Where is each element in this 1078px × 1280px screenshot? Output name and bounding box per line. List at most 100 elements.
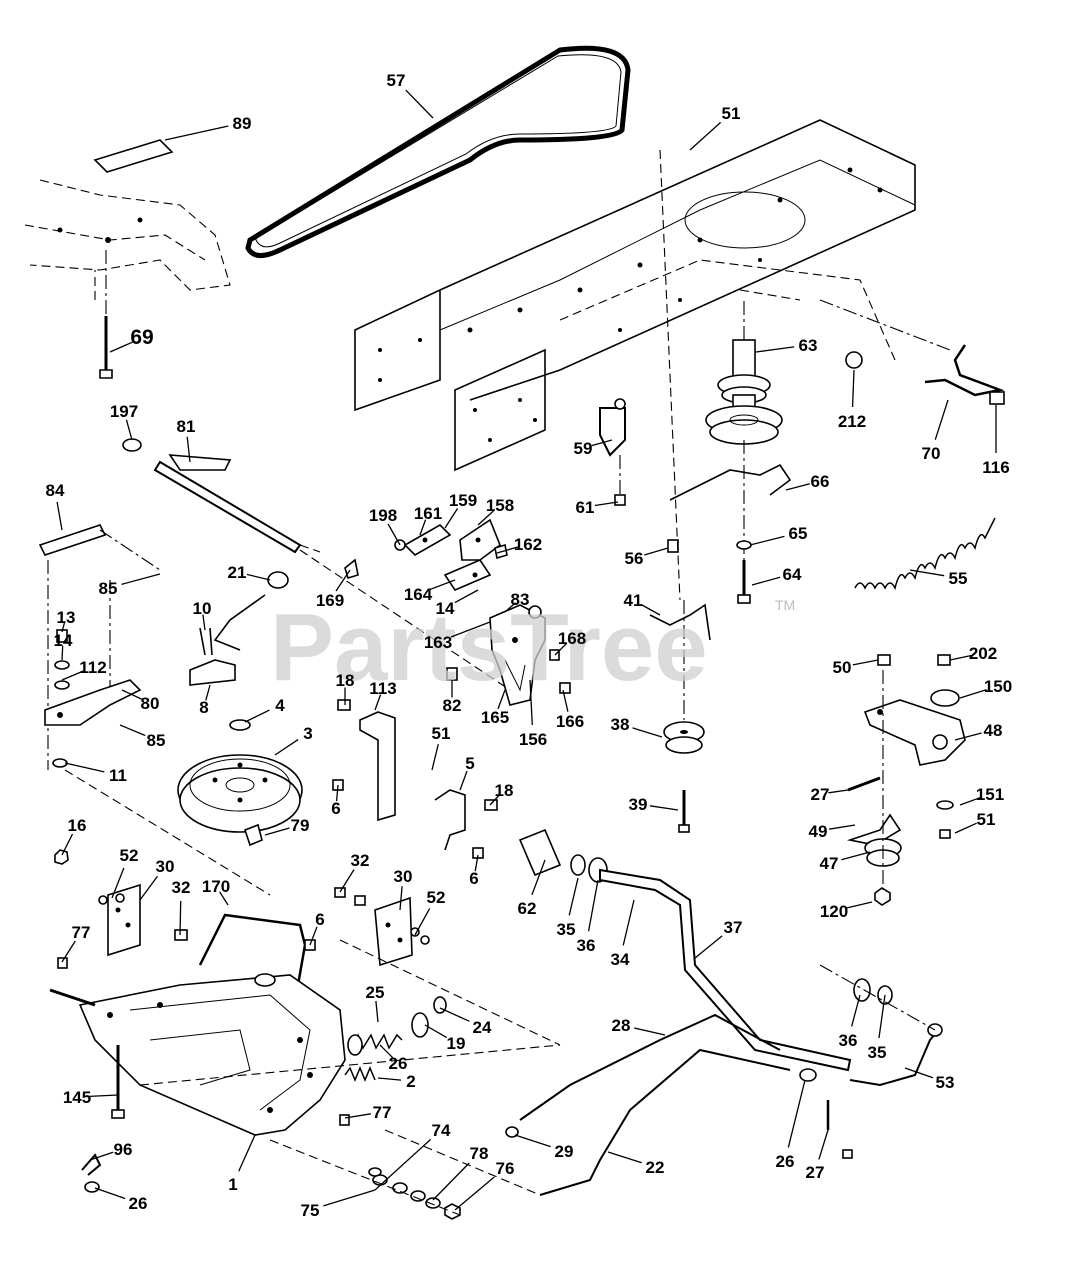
callout-27b[interactable]: 27: [806, 1129, 829, 1182]
callout-50[interactable]: 50: [833, 658, 879, 677]
callout-159[interactable]: 159: [444, 491, 477, 529]
callout-18b[interactable]: 18: [489, 781, 513, 806]
callout-53[interactable]: 53: [904, 1067, 954, 1092]
callout-113[interactable]: 113: [369, 679, 397, 711]
callout-169[interactable]: 169: [316, 569, 351, 610]
callout-112[interactable]: 112: [61, 658, 107, 681]
pin-96[interactable]: [81, 1153, 102, 1176]
callout-52a[interactable]: 52: [111, 846, 138, 899]
callout-81[interactable]: 81: [177, 417, 196, 463]
callout-55[interactable]: 55: [909, 569, 967, 588]
callout-3[interactable]: 3: [274, 724, 313, 756]
rod-28[interactable]: [519, 1013, 781, 1121]
callout-202[interactable]: 202: [949, 644, 997, 663]
key-79[interactable]: [243, 823, 263, 847]
bolts-27b[interactable]: [826, 1100, 853, 1159]
sleeve-62[interactable]: [518, 828, 562, 877]
washer-74[interactable]: [368, 1167, 382, 1177]
bracket-30-left[interactable]: [107, 883, 141, 957]
callout-35b[interactable]: 35: [868, 994, 887, 1062]
washer-35a[interactable]: [570, 854, 586, 876]
bolt-166[interactable]: [559, 682, 571, 694]
callout-51c[interactable]: 51: [954, 810, 995, 834]
washer-4[interactable]: [229, 719, 251, 731]
clip-197[interactable]: [122, 438, 142, 452]
callout-22[interactable]: 22: [607, 1151, 664, 1177]
callout-164[interactable]: 164: [404, 579, 456, 604]
bolts-52[interactable]: [98, 893, 430, 945]
callout-79[interactable]: 79: [264, 816, 309, 836]
callout-56[interactable]: 56: [625, 547, 669, 568]
callout-197[interactable]: 197: [110, 402, 138, 441]
pin-77a[interactable]: [57, 957, 68, 969]
washer-151[interactable]: [936, 800, 954, 810]
spring-55[interactable]: [854, 517, 996, 591]
washer-14[interactable]: [54, 660, 70, 670]
idler-arm-assembly[interactable]: [394, 518, 508, 591]
callout-151[interactable]: 151: [959, 785, 1004, 806]
callout-96[interactable]: 96: [89, 1140, 132, 1161]
washer-78[interactable]: [425, 1197, 441, 1209]
bracket-113[interactable]: [359, 711, 396, 822]
callout-30a[interactable]: 30: [139, 857, 174, 901]
callout-26c[interactable]: 26: [94, 1187, 147, 1213]
washer-11[interactable]: [52, 758, 68, 768]
bolt-145[interactable]: [111, 1045, 125, 1119]
callout-162[interactable]: 162: [496, 535, 542, 554]
bolt-69[interactable]: [99, 250, 113, 379]
callout-85a[interactable]: 85: [99, 573, 161, 598]
callout-34[interactable]: 34: [611, 899, 635, 969]
callout-6c[interactable]: 6: [309, 910, 325, 946]
callout-78[interactable]: 78: [432, 1144, 488, 1201]
bracket-48[interactable]: [863, 699, 966, 766]
callout-212[interactable]: 212: [838, 369, 866, 431]
callout-156[interactable]: 156: [519, 679, 547, 749]
callout-83[interactable]: 83: [504, 590, 529, 613]
callout-47[interactable]: 47: [820, 851, 871, 873]
callout-75[interactable]: 75: [301, 1189, 376, 1220]
nut-120[interactable]: [874, 887, 891, 906]
callout-8[interactable]: 8: [199, 684, 211, 717]
rod-70[interactable]: [924, 344, 1005, 397]
callout-51b[interactable]: 51: [431, 724, 451, 771]
washer-26b[interactable]: [799, 1068, 817, 1082]
callout-2[interactable]: 2: [377, 1072, 416, 1091]
callout-28[interactable]: 28: [612, 1016, 666, 1036]
callout-66[interactable]: 66: [785, 472, 829, 491]
rod-22[interactable]: [539, 1048, 791, 1196]
bolt-116[interactable]: [989, 391, 1005, 405]
bolt-18b[interactable]: [484, 799, 498, 811]
callout-65[interactable]: 65: [749, 524, 807, 546]
callout-26a[interactable]: 26: [379, 1044, 407, 1073]
drive-belt-57[interactable]: [245, 45, 631, 258]
rod-53[interactable]: [849, 1023, 943, 1087]
bolt-18a[interactable]: [337, 699, 351, 711]
callout-168[interactable]: 168: [554, 629, 586, 656]
callout-27a[interactable]: 27: [811, 785, 849, 804]
callout-145[interactable]: 145: [63, 1088, 119, 1107]
bolt-168[interactable]: [549, 649, 560, 661]
pins-10[interactable]: [199, 627, 213, 656]
callout-89[interactable]: 89: [164, 114, 251, 141]
callout-30b[interactable]: 30: [394, 867, 413, 911]
callout-32b[interactable]: 32: [172, 878, 191, 936]
bracket-41[interactable]: [649, 603, 711, 641]
bolt-64[interactable]: [737, 560, 751, 604]
callout-1[interactable]: 1: [228, 1134, 256, 1194]
idler-pulley-38[interactable]: [663, 600, 705, 754]
engine-pulley-63[interactable]: [705, 300, 783, 445]
rod-170[interactable]: [198, 913, 307, 986]
callout-57[interactable]: 57: [387, 71, 434, 119]
bracket-156[interactable]: [489, 604, 546, 706]
pin-77b[interactable]: [339, 1114, 350, 1126]
callout-84[interactable]: 84: [46, 481, 65, 531]
belt-guide-66[interactable]: [669, 440, 792, 600]
callout-85b[interactable]: 85: [119, 724, 165, 750]
callout-21[interactable]: 21: [228, 563, 271, 582]
callout-14a[interactable]: 14: [436, 589, 479, 618]
callout-13[interactable]: 13: [57, 608, 76, 633]
callout-41[interactable]: 41: [624, 591, 661, 616]
callout-198[interactable]: 198: [369, 506, 401, 546]
callout-18a[interactable]: 18: [336, 671, 355, 705]
callout-62[interactable]: 62: [518, 859, 546, 918]
